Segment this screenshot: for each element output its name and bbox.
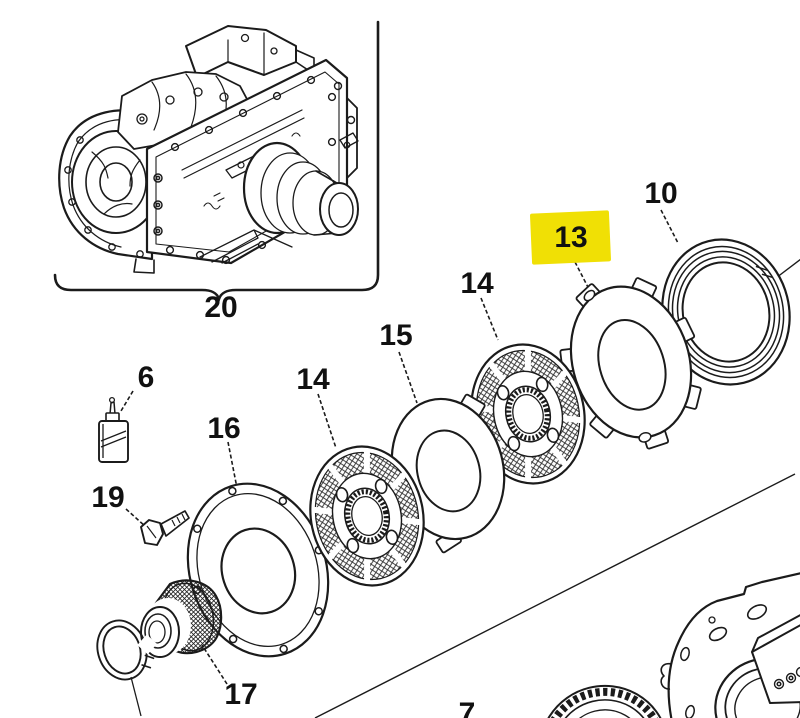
part-label-20[interactable]: 20 (204, 291, 238, 324)
part-label-17[interactable]: 17 (224, 678, 258, 711)
snap-ring-drawing (96, 619, 158, 681)
seal-ring-10-drawing (661, 238, 791, 386)
part-label-15[interactable]: 15 (379, 319, 413, 352)
bolt-19-drawing (140, 510, 190, 546)
transmission-assembly-drawing (58, 25, 359, 274)
oil-container-6-drawing (98, 396, 129, 463)
divider-line (314, 473, 796, 718)
leader-17 (201, 644, 228, 685)
gear-drawing (539, 684, 669, 718)
part-label-7[interactable]: 7 (458, 697, 476, 718)
leader-14-right (480, 297, 499, 341)
part-label-13-highlighted[interactable]: 13 (554, 221, 588, 254)
axle-housing-drawing (660, 572, 800, 718)
part-label-10[interactable]: 10 (644, 177, 678, 210)
part-label-14-right[interactable]: 14 (460, 267, 494, 300)
leader-10 (660, 209, 679, 244)
leader-snap-ring (130, 676, 142, 717)
part-label-19[interactable]: 19 (91, 481, 125, 514)
leader-19 (125, 508, 147, 528)
bracket-20 (53, 20, 380, 304)
splined-hub-17-drawing (140, 579, 223, 658)
gear-teeth (542, 687, 666, 718)
part-label-16[interactable]: 16 (207, 412, 241, 445)
leader-6 (120, 390, 134, 412)
leader-16 (227, 441, 238, 489)
leader-14-left (317, 393, 337, 449)
leader-15 (398, 351, 418, 404)
part-label-14-left[interactable]: 14 (296, 363, 330, 396)
part-label-6[interactable]: 6 (137, 361, 155, 394)
